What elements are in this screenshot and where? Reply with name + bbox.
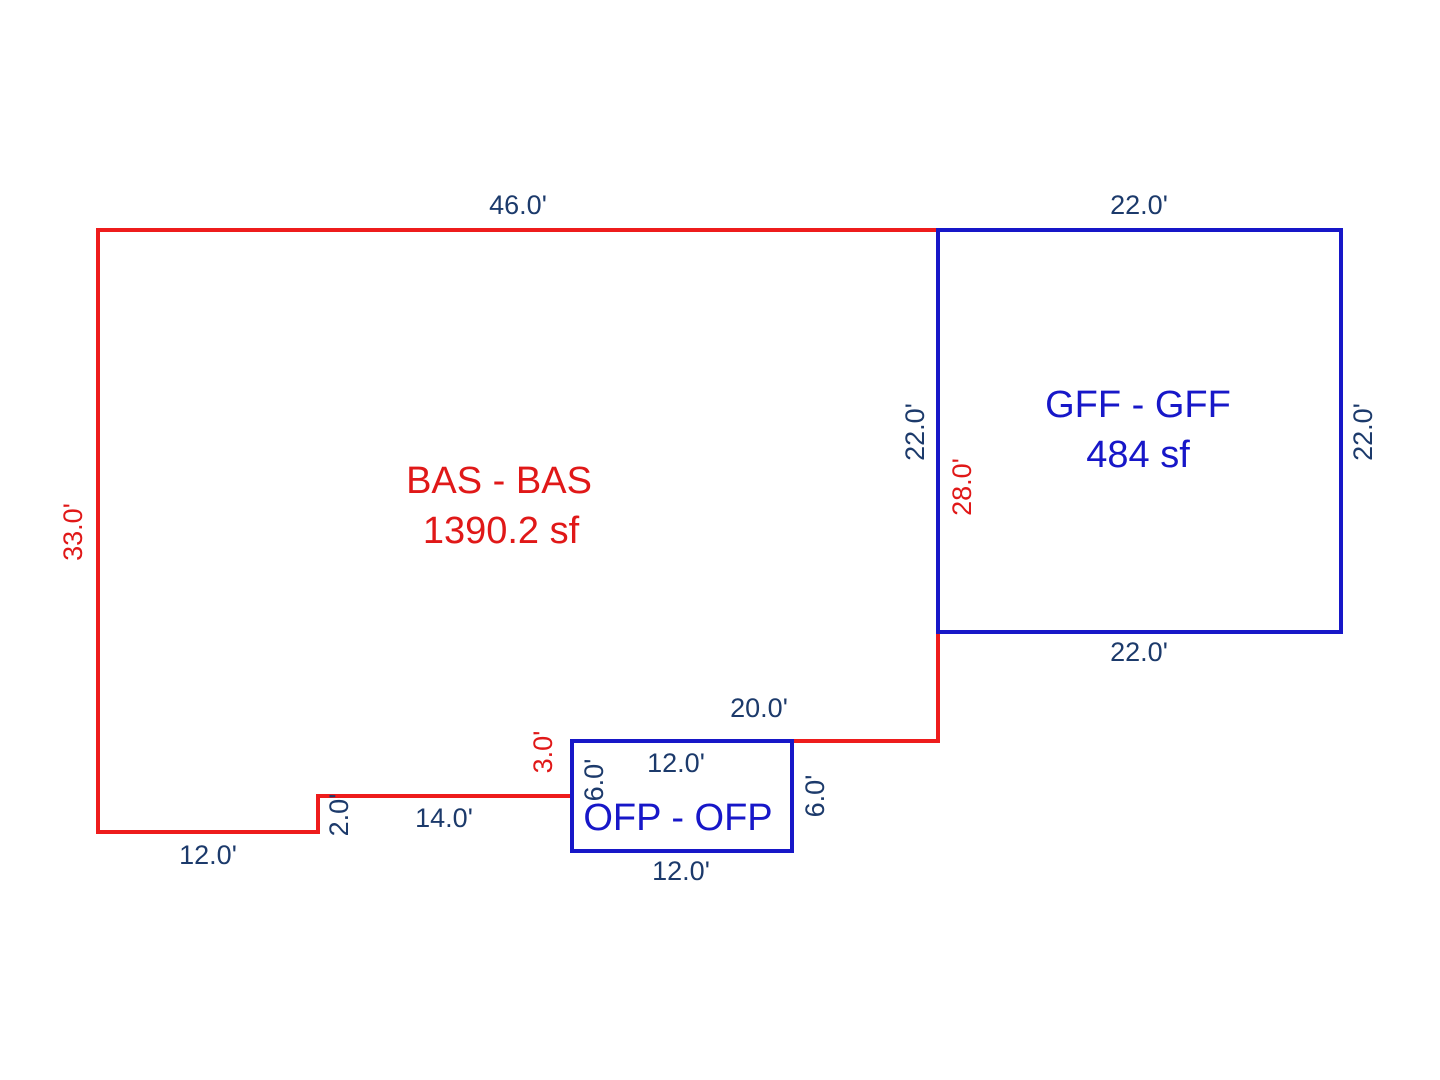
bas-area-size: 1390.2 sf: [423, 510, 580, 552]
ofp-outline[interactable]: [570, 739, 794, 853]
dim-ofp-left: 6.0': [579, 759, 609, 802]
dim-bas-left: 33.0': [58, 503, 88, 561]
dim-ofp-top: 12.0': [647, 748, 705, 778]
dim-gff-right: 22.0': [1348, 403, 1378, 461]
bas-outline[interactable]: [96, 228, 940, 834]
gff-outline[interactable]: [936, 228, 1343, 634]
dim-ofp-right: 6.0': [800, 775, 830, 818]
ofp-area-name: OFP - OFP: [583, 797, 772, 839]
dim-gff-top: 22.0': [1110, 190, 1168, 220]
dim-bas-right: 28.0': [947, 458, 977, 516]
bas-area-name: BAS - BAS: [406, 460, 592, 502]
dim-ofp-bottom: 12.0': [652, 856, 710, 886]
dim-gff-bottom: 22.0': [1110, 637, 1168, 667]
dim-bas-step: 2.0': [324, 794, 354, 837]
dim-bas-bottom-right: 20.0': [730, 693, 788, 723]
gff-area-size: 484 sf: [1086, 434, 1190, 476]
dim-bas-bottom-mid: 14.0': [415, 803, 473, 833]
dim-bas-top: 46.0': [489, 190, 547, 220]
dim-gff-left: 22.0': [900, 403, 930, 461]
gff-area-name: GFF - GFF: [1045, 384, 1231, 426]
dim-bas-notch: 3.0': [528, 731, 558, 774]
dim-bas-bottom-left: 12.0': [179, 840, 237, 870]
